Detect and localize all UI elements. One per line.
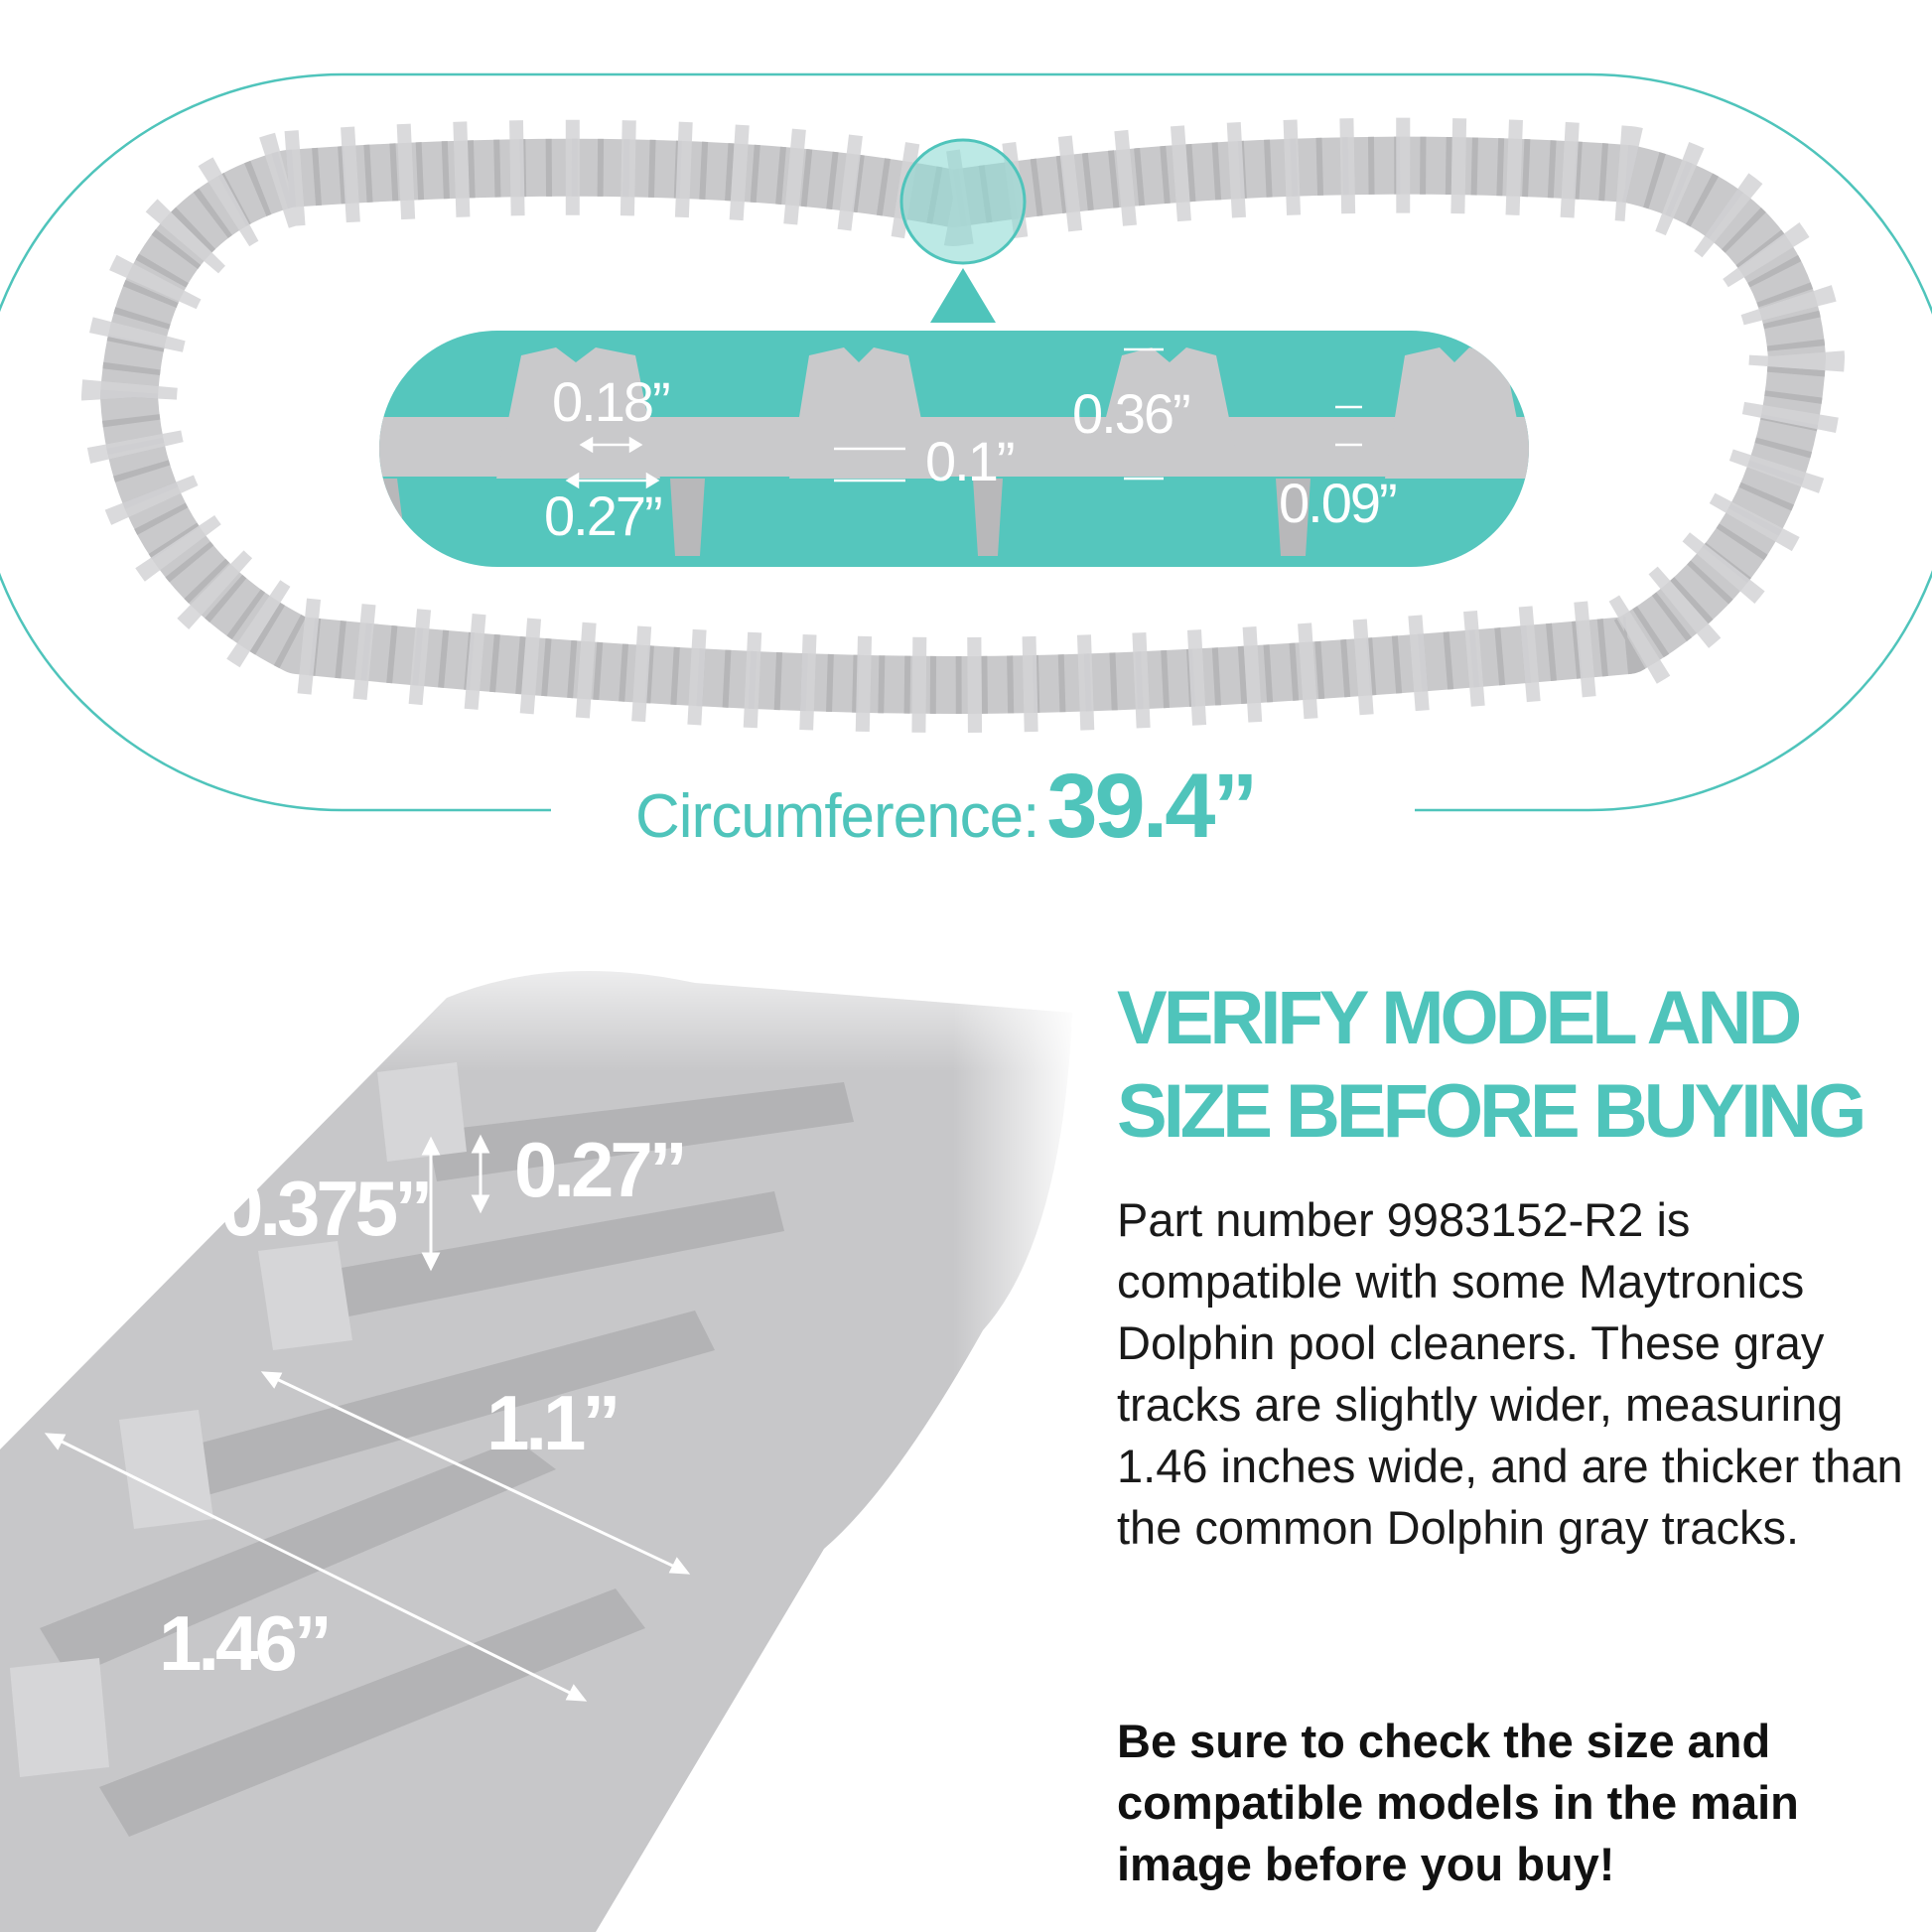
headline-line-1: VERIFY MODEL AND bbox=[1117, 976, 1802, 1060]
pointer-triangle bbox=[930, 268, 996, 323]
magnifier-circle bbox=[899, 138, 1027, 265]
dim-label-cleat-length: 1.1” bbox=[486, 1379, 621, 1466]
call-to-action-text: Be sure to check the size and compatible… bbox=[1117, 1715, 1799, 1890]
circumference-label: Circumference: bbox=[635, 782, 1039, 851]
dim-label-gap-thickness: 0.09” bbox=[1279, 472, 1398, 534]
circumference: Circumference:39.4” bbox=[635, 755, 1258, 864]
track-loop bbox=[81, 117, 1845, 733]
description-text: Part number 9983152-R2 is compatible wit… bbox=[1117, 1193, 1903, 1554]
dim-label-belt-thickness: 0.1” bbox=[925, 430, 1015, 492]
dim-label-cleat-height-outer: 0.375” bbox=[220, 1165, 433, 1252]
outer-frame bbox=[0, 72, 1932, 812]
dim-label-cleat-height-inner: 0.27” bbox=[514, 1126, 688, 1213]
circumference-value: 39.4” bbox=[1046, 756, 1258, 857]
closeup-fade-top bbox=[0, 923, 1072, 1072]
closeup-fade-right bbox=[953, 933, 1082, 1628]
dim-label-track-width: 1.46” bbox=[159, 1599, 333, 1687]
track-closeup bbox=[0, 971, 1072, 1932]
headline-line-2: SIZE BEFORE BUYING bbox=[1117, 1069, 1866, 1154]
dim-label-tooth-base: 0.27” bbox=[544, 484, 663, 547]
dim-label-tooth-top: 0.18” bbox=[552, 370, 671, 433]
cross-section-panel bbox=[379, 331, 1529, 567]
dim-label-lug-height: 0.36” bbox=[1072, 382, 1191, 445]
